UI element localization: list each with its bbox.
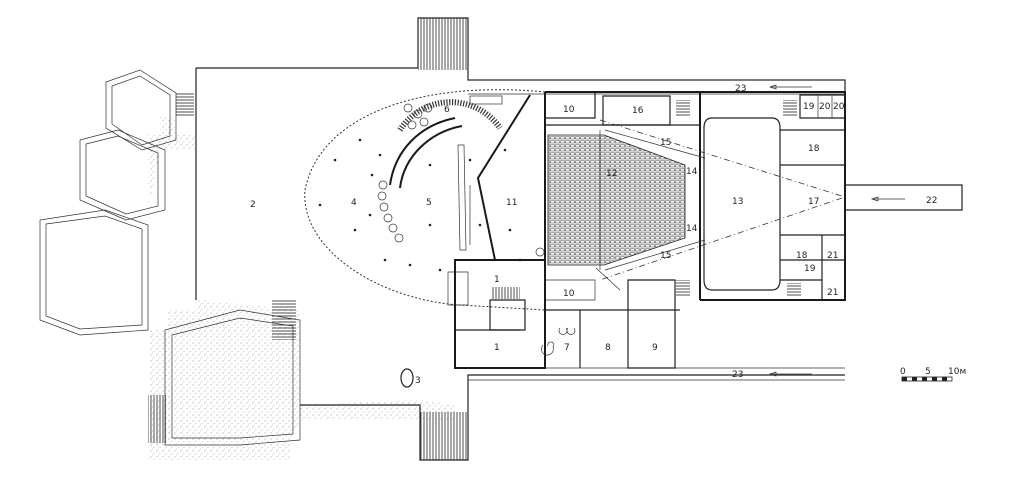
auditorium-block: [535, 91, 706, 310]
room-label-1: 1: [494, 275, 500, 285]
foyer-seating-ring: [377, 103, 433, 243]
landscape-area: [148, 115, 455, 460]
room-label-1: 1: [494, 343, 500, 353]
room-label-14: 14: [686, 224, 698, 234]
room-label-21: 21: [827, 251, 838, 261]
room-label-14: 14: [686, 167, 698, 177]
foyer-columns: [318, 138, 522, 272]
room-label-18: 18: [796, 251, 808, 261]
room-label-15: 15: [660, 138, 671, 148]
room-label-9: 9: [652, 343, 658, 353]
neighbour-buildings: [39, 69, 301, 446]
room-label-10: 10: [563, 105, 575, 115]
room-label-5: 5: [426, 198, 432, 208]
room-label-11: 11: [506, 198, 517, 208]
foyer-oval: [304, 89, 546, 311]
room-label-19: 19: [803, 102, 815, 112]
room-label-18: 18: [808, 144, 820, 154]
room-label-2: 2: [250, 200, 256, 210]
room-label-7: 7: [564, 343, 570, 353]
room-label-4: 4: [351, 198, 357, 208]
room-label-3: 3: [415, 376, 421, 386]
room-label-16: 16: [632, 106, 644, 116]
room-label-12: 12: [606, 169, 617, 179]
room-label-17: 17: [808, 197, 819, 207]
plaza-outline: [195, 17, 846, 461]
room-label-23: 23: [735, 84, 746, 94]
scale-tick-label: 0: [900, 367, 906, 377]
service-roads: [468, 79, 963, 381]
scale-tick-label: 10м: [948, 367, 966, 377]
fountain: [400, 368, 414, 388]
room-label-13: 13: [732, 197, 743, 207]
room-label-19: 19: [804, 264, 816, 274]
room-label-20: 20: [819, 102, 831, 112]
stage-block: [599, 91, 847, 301]
room-label-6: 6: [444, 105, 450, 115]
room-labels: 1 1 2 3 4 5 6 7 8 9 10 10 11 12 13 14 14…: [250, 84, 937, 386]
room-label-21: 21: [827, 288, 838, 298]
room-label-15: 15: [660, 251, 671, 261]
entrance-block: [454, 259, 680, 369]
room-label-10: 10: [563, 289, 575, 299]
scale-bar: 0 5 10м: [900, 367, 966, 382]
scale-tick-label: 5: [925, 367, 931, 377]
room-label-20: 20: [833, 102, 845, 112]
room-label-22: 22: [926, 196, 937, 206]
room-label-23: 23: [732, 370, 743, 380]
room-label-8: 8: [605, 343, 611, 353]
